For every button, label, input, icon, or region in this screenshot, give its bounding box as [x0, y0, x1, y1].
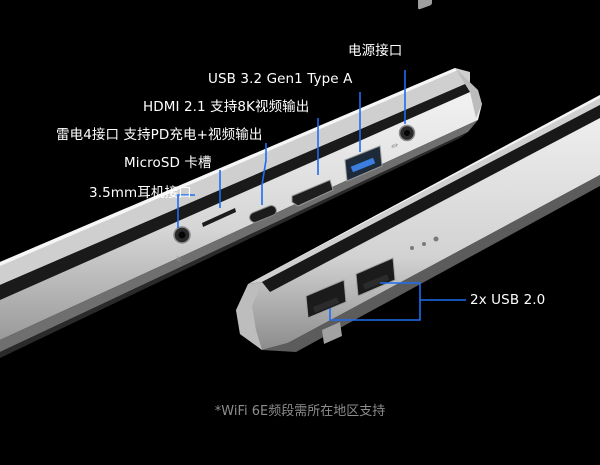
label-audio-jack: 3.5mm耳机接口 — [89, 185, 192, 201]
svg-text:⏛: ⏛ — [389, 141, 400, 152]
hdmi-port — [291, 179, 334, 207]
svg-text:⏚: ⏚ — [173, 254, 184, 265]
callout-lines — [177, 70, 466, 321]
label-power-port: 电源接口 — [348, 43, 403, 59]
right-ports — [305, 236, 439, 319]
laptop-left-side — [0, 0, 482, 358]
label-thunderbolt: 雷电4接口 支持PD充电+视频输出 — [56, 127, 263, 143]
microsd-slot — [202, 208, 236, 227]
label-usb2: 2x USB 2.0 — [470, 292, 546, 308]
label-hdmi: HDMI 2.1 支持8K视频输出 — [143, 99, 310, 115]
label-microsd: MicroSD 卡槽 — [124, 155, 212, 171]
thunderbolt-port — [249, 205, 277, 223]
footnote: *WiFi 6E频段需所在地区支持 — [214, 404, 386, 419]
left-ports: ⏚ ⏛ — [173, 124, 416, 265]
label-usb-a: USB 3.2 Gen1 Type A — [208, 71, 353, 87]
